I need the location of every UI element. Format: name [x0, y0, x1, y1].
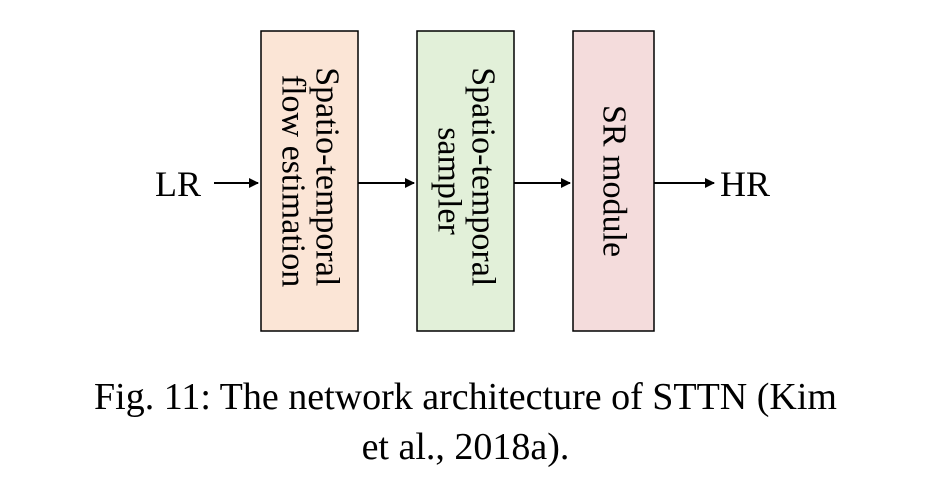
flow-estimation-label-line-1: Spatio-temporal — [309, 67, 346, 286]
sr-module-block: SR module — [572, 30, 655, 332]
sampler-label: Spatio-temporal sampler — [431, 67, 502, 295]
flow-estimation-label-line-2: flow estimation — [275, 75, 312, 287]
caption-line-2: et al., 2018a). — [361, 426, 570, 468]
sampler-block: Spatio-temporal sampler — [416, 30, 515, 332]
output-label-hr: HR — [720, 164, 770, 204]
sr-module-label: SR module — [596, 105, 633, 257]
architecture-diagram: LR Spatio-temporal flow estimation Spati… — [155, 30, 770, 332]
sr-module-box — [572, 30, 655, 332]
flow-estimation-block: Spatio-temporal flow estimation — [260, 30, 359, 332]
figure-caption: Fig. 11: The network architecture of STT… — [0, 372, 931, 472]
sr-module-label-line-1: SR module — [596, 105, 633, 257]
sampler-label-line-2: sampler — [431, 127, 468, 235]
sampler-label-line-1: Spatio-temporal — [465, 67, 502, 286]
input-label-lr: LR — [155, 164, 201, 204]
flow-estimation-label: Spatio-temporal flow estimation — [275, 67, 346, 295]
caption-line-1: Fig. 11: The network architecture of STT… — [94, 376, 837, 418]
sampler-box — [416, 30, 515, 332]
flow-estimation-box — [260, 30, 359, 332]
